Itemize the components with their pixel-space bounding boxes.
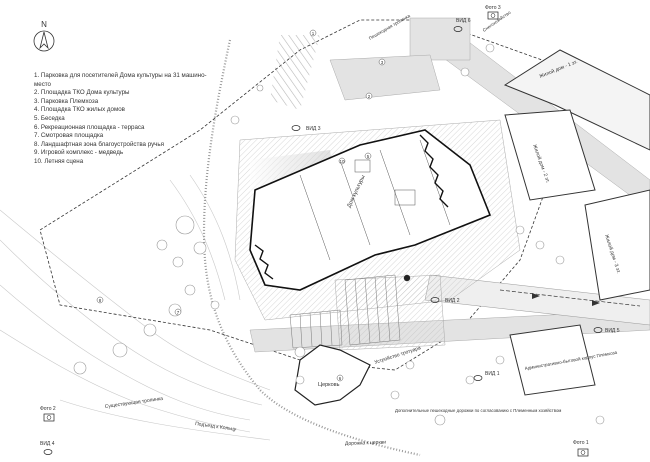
- view-label: ВИД 3: [306, 126, 321, 132]
- trees: [73, 43, 605, 426]
- marker-number: 2: [368, 94, 371, 99]
- legend-item: 8. Ландшафтная зона благоустройства ручь…: [34, 140, 164, 148]
- marker-number: 7: [177, 310, 180, 315]
- residential-buildings: [503, 49, 650, 396]
- north-arrow-icon: [33, 30, 55, 52]
- marker-number: 1: [312, 31, 315, 36]
- legend: 1. Парковка для посетителей Дома культур…: [34, 72, 209, 167]
- view-label: ВИД 1: [485, 371, 500, 377]
- legend-item: 3. Парковка Племхоза: [34, 97, 99, 105]
- marker-number: 8: [99, 298, 102, 303]
- legend-item: 10. Летняя сцена: [34, 157, 84, 165]
- stream: [202, 39, 421, 457]
- photo-label: Фото 2: [40, 406, 56, 412]
- marker-number: 10: [339, 159, 345, 164]
- legend-item: 1. Парковка для посетителей Дома культур…: [34, 72, 207, 88]
- view-label: ВИД 2: [445, 298, 460, 304]
- north-arrow: N: [32, 20, 56, 55]
- road-label: Дорожка к церкви: [345, 440, 387, 447]
- note-text: Дополнительные пешеходные дорожки по сог…: [395, 408, 561, 413]
- view-label: ВИД 5: [605, 328, 620, 334]
- legend-item: 6. Рекреационная площадка - терраса: [34, 123, 145, 131]
- road-label: Подъезд к Кольцу: [195, 421, 237, 433]
- legend-item: 9. Игровой комплекс - медведь: [34, 149, 124, 157]
- view-markers: ВИД 6 ВИД 3 ВИД 2 ВИД 1 ВИД 4 ВИД 5: [40, 18, 620, 455]
- photo-markers: Фото 3 Фото 2 Фото 1: [40, 5, 589, 457]
- photo-label: Фото 1: [573, 440, 589, 446]
- legend-item: 7. Смотровая площадка: [34, 132, 104, 140]
- legend-item: 5. Беседка: [34, 114, 65, 122]
- north-label: N: [41, 20, 47, 29]
- church: [294, 344, 371, 406]
- photo-label: Фото 3: [485, 5, 501, 11]
- marker-number: 3: [381, 60, 384, 65]
- tree-shade: [270, 35, 320, 110]
- church-label: Церковь: [318, 382, 340, 388]
- marker-number: 5: [367, 154, 370, 159]
- sawtooth-facade: [419, 134, 449, 208]
- number-markers: 1 2 3 5 6 7 8 10: [96, 29, 411, 382]
- legend-item: 4. Площадка ТКО жилых домов: [34, 106, 125, 114]
- view-label: ВИД 4: [40, 441, 55, 447]
- terrain-contours: [0, 174, 271, 441]
- legend-item: 2. Площадка ТКО Дома культуры: [34, 89, 130, 97]
- parking: [289, 274, 401, 349]
- road-label: Существующая тропинка: [104, 396, 163, 410]
- marker-number: 6: [339, 376, 342, 381]
- house-of-culture: [249, 129, 492, 291]
- road-label: Пешеходная тропинка: [368, 13, 411, 41]
- view-label: ВИД 6: [456, 18, 471, 24]
- sawtooth-facade: [254, 244, 274, 280]
